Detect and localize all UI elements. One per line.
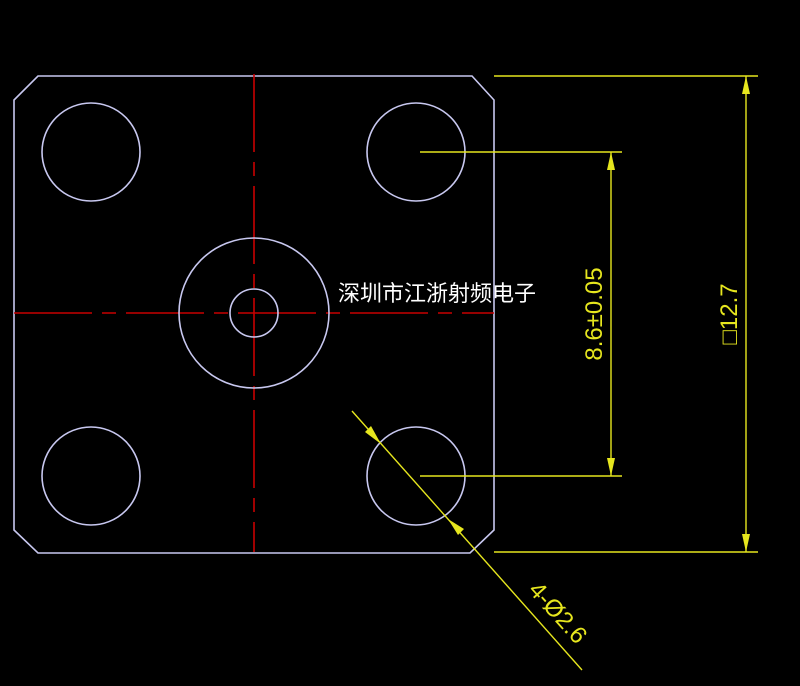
pitch-arrow-bottom (607, 458, 615, 476)
centerlines (14, 74, 494, 552)
diameter-arrow-lower (448, 519, 464, 535)
hole-bottom-left (41, 426, 141, 526)
center-connector (178, 237, 330, 389)
square-arrow-top (742, 76, 750, 94)
diameter-leader-line (351, 410, 583, 671)
pitch-arrow-top (607, 152, 615, 170)
square-arrow-bottom (742, 534, 750, 552)
pitch-dimension-label: 8.6±0.05 (581, 267, 608, 360)
hole-diameter-leader (351, 410, 583, 671)
connector-outer-circle (178, 237, 330, 389)
watermark-text: 深圳市江浙射频电子 (338, 282, 537, 307)
connector-inner-circle (229, 288, 279, 338)
flange-outline (13, 75, 495, 554)
square-dimension-label: □12.7 (716, 283, 743, 344)
hole-diameter-label: 4-Ø2.6 (523, 577, 592, 650)
diameter-arrow-upper (365, 426, 381, 444)
square-dimension (494, 75, 758, 553)
pitch-dimension (420, 151, 622, 477)
hole-top-left (41, 102, 141, 202)
